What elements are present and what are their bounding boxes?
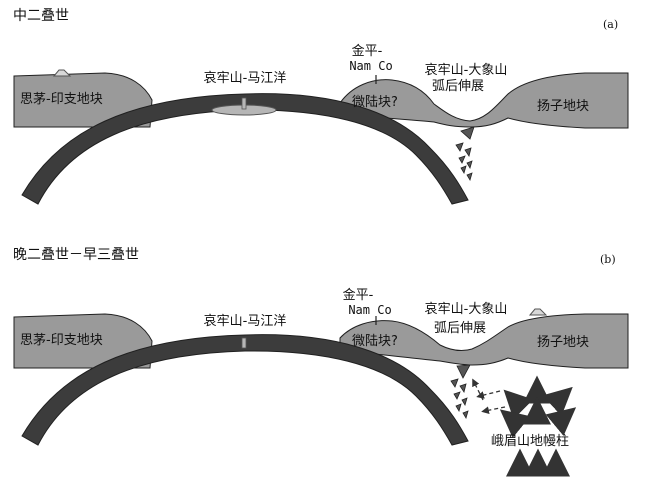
- simao-label: 思茅-印支地块: [20, 92, 103, 107]
- panel-b-title: 晚二叠世－早三叠世: [13, 248, 139, 263]
- jinping-label-line2: Nam Co: [349, 59, 392, 74]
- backarc-label-line1: 哀牢山-大象山: [425, 302, 508, 317]
- yangtze-label: 扬子地块: [537, 99, 589, 114]
- jinping-label-line2: Nam Co: [348, 303, 391, 318]
- panel-a-title: 中二叠世: [13, 9, 69, 24]
- emeishan-plume-label: 峨眉山地幔柱: [491, 434, 569, 449]
- panel-b: 晚二叠世－早三叠世 (b) 思茅-印支地块 哀牢山-马江洋 金平- Nam Co…: [0, 241, 647, 481]
- panel-a: 中二叠世 (a) 思茅-印支地块 哀牢山-马江洋 金平- Nam Co 微陆块?…: [0, 0, 647, 240]
- microblock-label: 微陆块?: [352, 95, 398, 110]
- jinping-label-line1: 金平-: [343, 288, 374, 303]
- panel-a-diagram: [0, 0, 647, 240]
- ailao-ocean-label: 哀牢山-马江洋: [204, 314, 287, 329]
- melt-droplet-icons: [451, 365, 470, 418]
- backarc-label-line1: 哀牢山-大象山: [425, 63, 508, 78]
- panel-b-tag: (b): [600, 252, 616, 267]
- simao-label: 思茅-印支地块: [20, 333, 103, 348]
- ridge-axis: [242, 98, 246, 109]
- yangtze-label: 扬子地块: [537, 335, 589, 350]
- volcano-icon: [530, 309, 546, 315]
- upwelling-arrow-icons: [508, 386, 568, 475]
- jinping-label-line1: 金平-: [352, 44, 383, 59]
- melt-droplet-icons: [456, 127, 474, 180]
- dashed-flow-arrows: [474, 382, 505, 411]
- backarc-label-line2: 弧后伸展: [434, 321, 486, 336]
- backarc-label-line2: 弧后伸展: [432, 79, 484, 94]
- panel-a-tag: (a): [603, 17, 618, 32]
- volcano-icon: [54, 70, 70, 76]
- microblock-label: 微陆块?: [352, 334, 398, 349]
- ailao-ocean-label: 哀牢山-马江洋: [204, 71, 287, 86]
- ridge-axis: [242, 338, 246, 348]
